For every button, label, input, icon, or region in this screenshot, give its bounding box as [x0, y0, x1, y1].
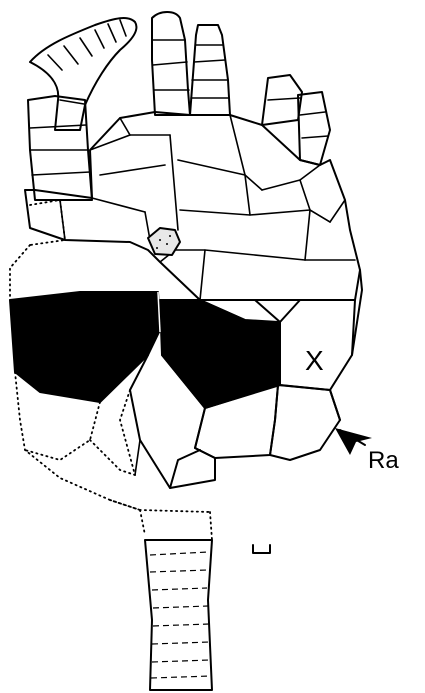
x-plate-label: X	[305, 345, 324, 376]
radial-label: Ra	[368, 447, 399, 474]
shaded-plates	[10, 292, 280, 408]
upper-plates	[25, 112, 360, 300]
arm-center-left	[152, 12, 190, 115]
arm-right	[262, 75, 330, 165]
stem	[145, 540, 212, 690]
reconstructed-left-plates	[10, 200, 65, 300]
arm-left-curled	[30, 18, 137, 130]
anal-plate	[148, 228, 180, 255]
radial-pointer	[335, 428, 372, 455]
arm-center-right	[190, 25, 230, 115]
arm-left	[28, 96, 92, 200]
scale-bar	[253, 545, 270, 553]
